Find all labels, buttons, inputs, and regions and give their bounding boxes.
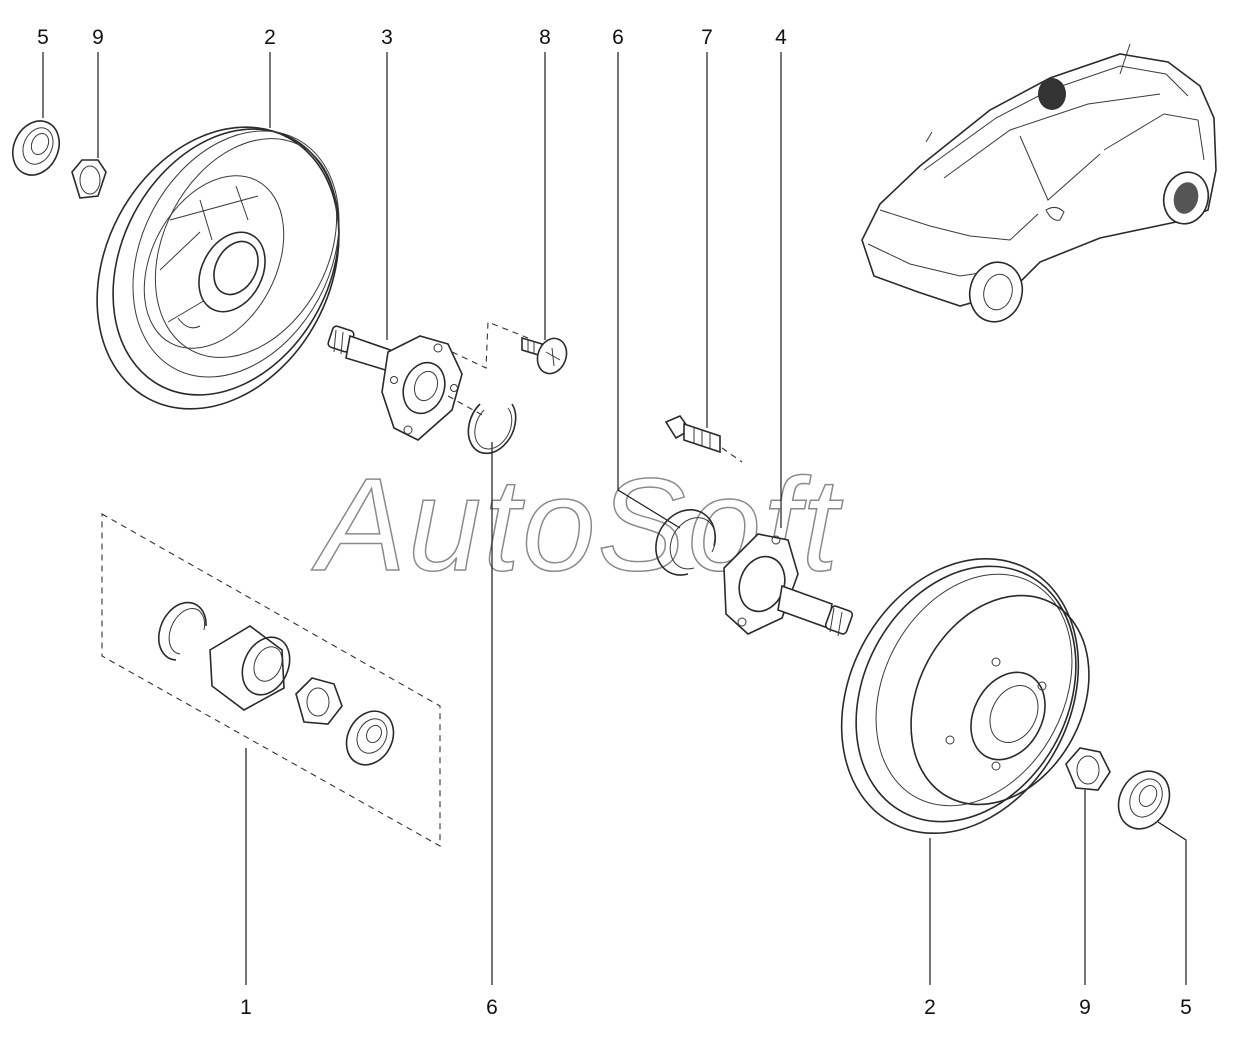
brake-drum-right: [840, 557, 1090, 835]
dust-cap-left: [12, 120, 60, 176]
bearing-kit: [101, 513, 441, 847]
stub-axle-left: [327, 325, 463, 441]
leader-lines-bottom: [245, 442, 1187, 985]
leader-lines-top: [42, 52, 782, 529]
callout-2-top: 2: [264, 26, 276, 49]
callout-2-bottom: 2: [924, 996, 936, 1019]
callout-9-bottom: 9: [1079, 996, 1091, 1019]
callout-9-top: 9: [92, 26, 104, 49]
callout-5-bottom: 5: [1180, 996, 1192, 1019]
hub-nut-right: [1065, 747, 1111, 791]
callout-7-top: 7: [701, 26, 713, 49]
dust-cap-right: [1117, 770, 1171, 830]
connector-7-4: [721, 447, 743, 463]
snap-ring-right: [655, 509, 716, 576]
snap-ring-left: [467, 403, 517, 455]
connector-3-ring: [447, 395, 485, 417]
callout-5-top: 5: [37, 26, 49, 49]
callout-4-top: 4: [775, 26, 787, 49]
brake-drum-left: [96, 126, 340, 410]
bolt: [664, 415, 721, 454]
callout-8-top: 8: [539, 26, 551, 49]
callouts-top: 5 9 2 3 8 6 7 4: [37, 26, 787, 49]
callout-6-bottom: 6: [486, 996, 498, 1019]
screw: [521, 336, 568, 375]
callout-6-top: 6: [612, 26, 624, 49]
stub-axle-right: [723, 533, 854, 637]
car-illustration: [861, 43, 1217, 323]
callouts-bottom: 1 6 2 9 5: [240, 996, 1192, 1019]
callout-1-bottom: 1: [240, 996, 252, 1019]
hub-nut-left: [71, 159, 107, 199]
callout-3-top: 3: [381, 26, 393, 49]
connector-3-8: [451, 321, 529, 369]
